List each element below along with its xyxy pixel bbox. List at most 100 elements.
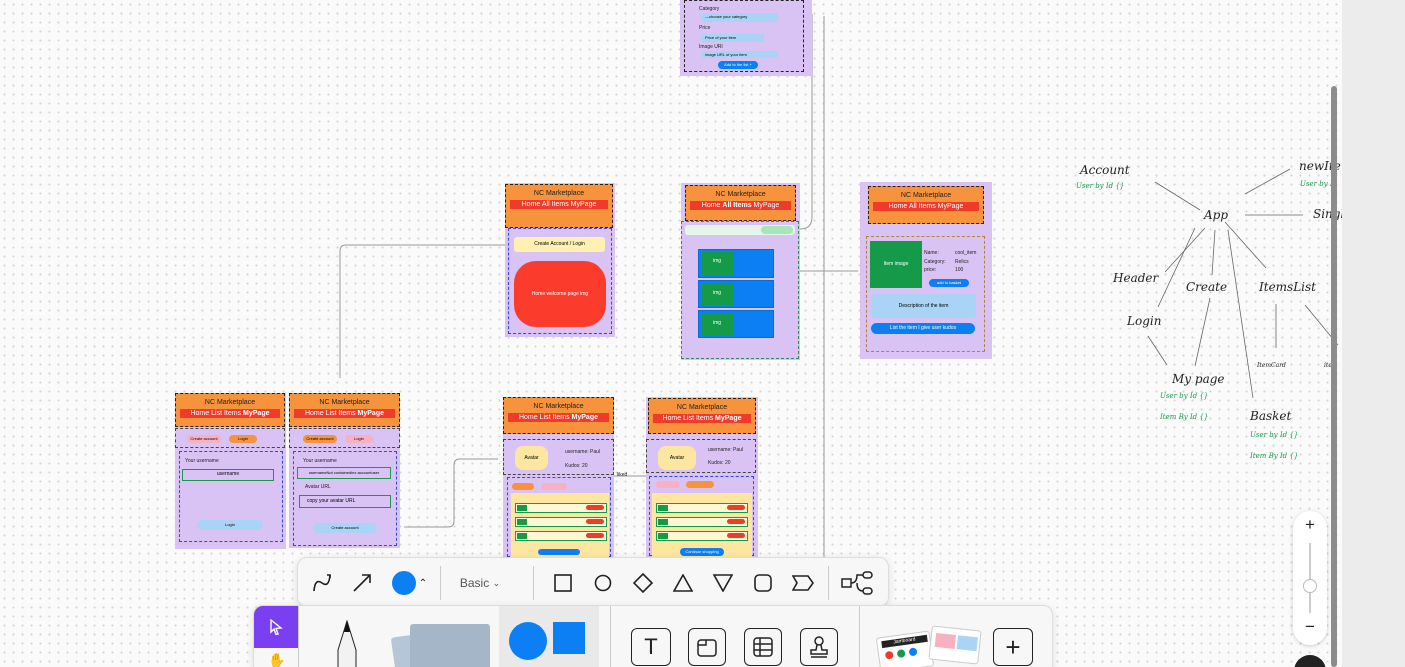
list-item-row[interactable] (515, 503, 607, 513)
frame-icon[interactable] (688, 628, 726, 666)
rounded-rect-icon[interactable] (749, 569, 777, 597)
list-item-button[interactable]: List the item I give user kudos (871, 323, 975, 334)
create-account-login-button[interactable]: Create Account / Login (514, 237, 605, 252)
price-input[interactable]: Price of your item (702, 34, 764, 42)
header-wireframe: NC Marketplace Home List Items MyPage (503, 397, 614, 434)
add-to-list-button[interactable]: Add to the list + (718, 61, 758, 69)
frame-my-page[interactable]: NC Marketplace Home List Items MyPage Av… (503, 397, 614, 557)
zoom-in-button[interactable]: + (1305, 515, 1315, 534)
item-card[interactable]: img (698, 280, 774, 308)
tree-item-card-2[interactable]: item (1324, 362, 1338, 369)
price-input-text: Price of your item (705, 35, 737, 40)
connector-label: liked (617, 472, 628, 478)
frame-new-item[interactable]: Category —choose your category Price Pri… (680, 0, 812, 76)
frame-home[interactable]: NC Marketplace Home All Items MyPage Cre… (505, 183, 615, 337)
list-item-row[interactable] (515, 531, 607, 541)
item-category-value: Relics (955, 259, 969, 265)
add-icon[interactable]: + (993, 628, 1033, 666)
tree-single[interactable]: Singl (1313, 207, 1345, 221)
hand-icon[interactable]: ✋ (268, 652, 286, 667)
category-label: Category (699, 6, 720, 12)
table-icon[interactable] (744, 628, 782, 666)
view-basket-tab[interactable] (686, 481, 714, 488)
tag-shape-icon[interactable] (789, 569, 817, 597)
list-items-tab[interactable] (656, 481, 680, 488)
connector-icon[interactable] (308, 569, 336, 597)
add-to-list-text: Add to the list + (724, 62, 752, 67)
tree-header[interactable]: Header (1113, 271, 1159, 285)
connector-line[interactable] (339, 244, 508, 378)
image-url-input[interactable]: image URL of your item (702, 51, 778, 58)
tree-create[interactable]: Create (1186, 280, 1228, 294)
arrow-icon[interactable] (348, 569, 376, 597)
sort-pill[interactable] (761, 226, 793, 234)
create-account-tab[interactable]: Create account (303, 435, 337, 443)
avatar-url-input[interactable]: copy your avatar URL (299, 495, 391, 508)
color-swatch[interactable] (390, 569, 418, 597)
circle-icon[interactable] (589, 569, 617, 597)
connector-line[interactable] (404, 458, 498, 528)
image-url-text: image URL of your item (705, 52, 747, 57)
create-account-submit[interactable]: Create account (313, 523, 377, 533)
continue-shopping-button[interactable]: Continue shopping (680, 548, 724, 556)
nav-bar: Home List Items MyPage (180, 409, 280, 418)
username-input[interactable]: username (182, 469, 274, 481)
pen-tool[interactable] (336, 619, 358, 667)
shapes[interactable] (499, 606, 599, 667)
list-items-tab[interactable] (512, 483, 534, 490)
triangle-down-icon[interactable] (709, 569, 737, 597)
tree-app[interactable]: App (1204, 208, 1229, 222)
header-wireframe: NC Marketplace Home All Items MyPage (868, 186, 984, 224)
filter-bar[interactable] (685, 225, 795, 235)
frame-login[interactable]: NC Marketplace Home List Items MyPage Cr… (175, 393, 286, 549)
list-item-row[interactable] (515, 517, 607, 527)
shape-style-select[interactable]: Basic ⌄ (459, 576, 501, 590)
connector-line[interactable] (799, 14, 813, 230)
frame-all-items[interactable]: NC Marketplace Home All Items MyPage img… (681, 183, 800, 360)
login-tab[interactable]: Login (345, 435, 373, 443)
frame-create-account[interactable]: NC Marketplace Home List Items MyPage Cr… (289, 393, 400, 548)
select-icon[interactable] (254, 606, 298, 648)
nav-bar: Home List Items MyPage (508, 413, 609, 422)
sticky-note[interactable] (390, 622, 492, 667)
item-card[interactable]: img (698, 249, 774, 278)
templates[interactable]: Jamboard (875, 625, 984, 667)
signup-username-input[interactable]: usernameNot containedinx accountuser (297, 467, 391, 479)
login-tab[interactable]: Login (229, 435, 257, 443)
basket-item-row[interactable] (656, 531, 748, 541)
frame-basket[interactable]: NC Marketplace Home List Items MyPage Av… (646, 397, 758, 557)
tree-item-card[interactable]: ItemCard (1257, 362, 1286, 369)
zoom-slider-handle[interactable] (1303, 579, 1317, 593)
text-icon[interactable]: T (631, 628, 671, 666)
home-welcome-image: Home welcome page img (514, 261, 606, 327)
tree-my-page[interactable]: My page (1172, 372, 1225, 386)
vertical-scrollbar[interactable] (1331, 86, 1337, 667)
tree-account[interactable]: Account (1080, 163, 1130, 177)
tree-items-list[interactable]: ItemsList (1259, 280, 1316, 294)
square-icon[interactable] (549, 569, 577, 597)
zoom-out-button[interactable]: − (1305, 617, 1315, 636)
diamond-icon[interactable] (629, 569, 657, 597)
chevron-up-icon[interactable]: ⌃ (418, 577, 428, 589)
category-select[interactable]: —choose your category (702, 13, 778, 22)
create-account-tab[interactable]: Create account (187, 435, 221, 443)
item-card[interactable]: img (698, 310, 774, 338)
login-submit-button[interactable]: Login (197, 520, 263, 530)
add-new-item-button[interactable] (538, 549, 580, 555)
triangle-icon[interactable] (669, 569, 697, 597)
header-title: NC Marketplace (319, 399, 370, 406)
profile-username: username: Paul (708, 447, 744, 453)
profile-kudos: Kudos: 20 (565, 463, 588, 469)
tree-basket[interactable]: Basket (1250, 409, 1292, 423)
frame-single-item[interactable]: NC Marketplace Home All Items MyPage Ite… (860, 182, 992, 359)
stamp-icon[interactable] (800, 628, 838, 666)
mindmap-icon[interactable] (840, 569, 874, 597)
tree-new-item[interactable]: newIte (1299, 159, 1341, 173)
tree-login[interactable]: Login (1127, 314, 1162, 328)
basket-item-row[interactable] (656, 517, 748, 527)
help-button[interactable] (1294, 655, 1326, 667)
basket-item-row[interactable] (656, 503, 748, 513)
add-to-basket-button[interactable]: add to basket (929, 279, 969, 287)
view-basket-tab[interactable] (541, 483, 567, 490)
